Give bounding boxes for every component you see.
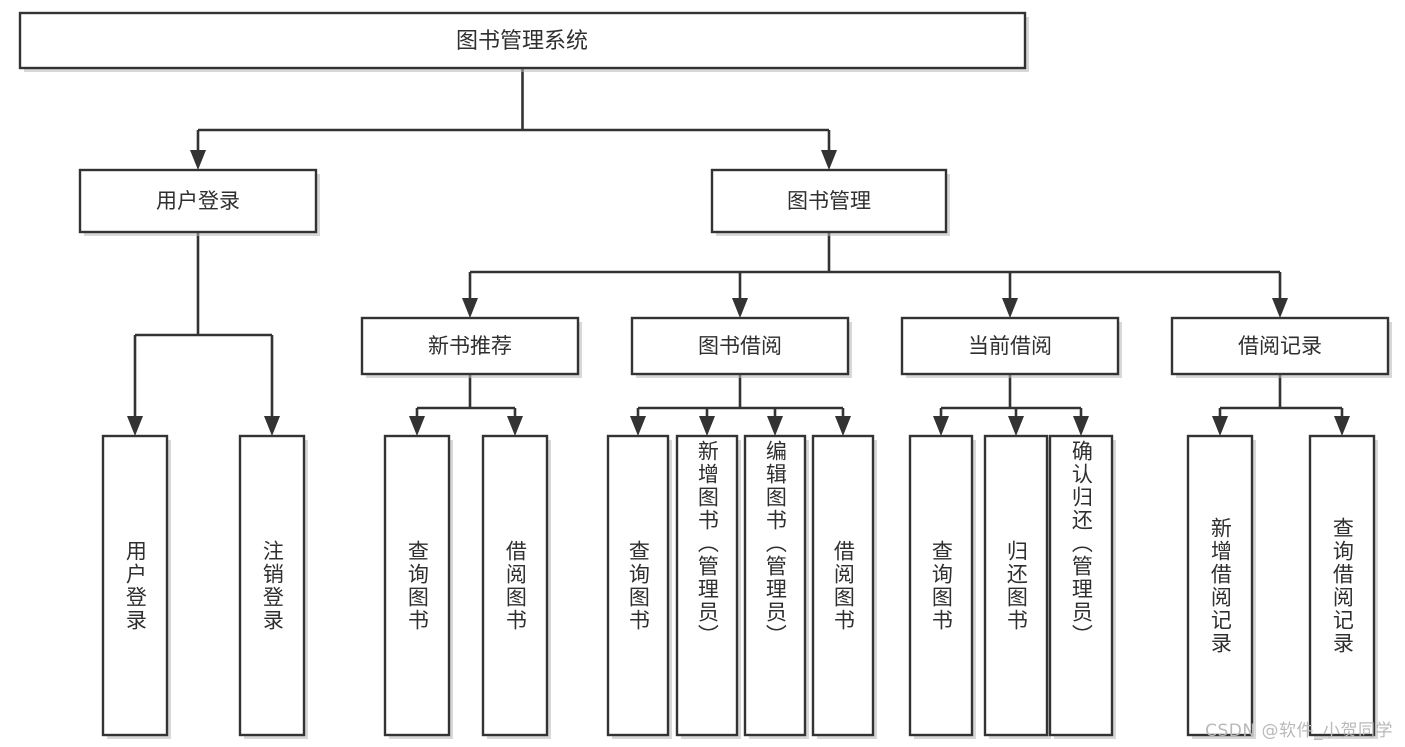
arrow-leaf-edit-book [767,416,783,436]
leaf-borrow-book-2-box[interactable] [811,434,875,737]
root-label: 图书管理系统 [456,29,588,54]
arrow-leaf-return-book [1008,416,1024,436]
arrow-to-user-login [190,150,206,170]
arrow-leaf-borrow-book-1 [507,416,523,436]
leaf-box-group [101,434,1378,739]
arrow-leaf-user-login [127,416,143,436]
root-box[interactable] [18,11,1027,70]
leaf-add-book-box[interactable] [675,434,739,737]
leaf-borrow-book-1-box[interactable] [481,434,549,737]
leaf-edit-book-box[interactable] [743,434,807,737]
leaf-confirm-return-box[interactable] [1048,434,1114,737]
new-book-recommend-label: 新书推荐 [428,334,512,358]
user-login-box[interactable] [78,168,318,234]
arrow-to-current-borrow [1002,298,1018,318]
connector-group-book-borrow-to-leaves [630,374,851,436]
connector-group-root-to-level2 [190,68,837,170]
connector-group-new-book-to-leaves [409,374,523,436]
node-borrow-record[interactable]: 借阅记录 [1170,316,1392,378]
node-new-book-recommend[interactable]: 新书推荐 [360,316,582,378]
arrow-to-borrow-record [1272,298,1288,318]
leaf-query-book-3-box[interactable] [908,434,974,737]
node-root[interactable]: 图书管理系统 [18,11,1029,72]
arrow-to-book-manage [821,150,837,170]
arrow-leaf-query-book-1 [409,416,425,436]
leaf-query-book-2-box[interactable] [606,434,670,737]
arrow-to-new-book-recommend [462,298,478,318]
arrow-leaf-query-book-3 [933,416,949,436]
node-book-borrow[interactable]: 图书借阅 [630,316,852,378]
arrow-leaf-add-record [1212,416,1228,436]
leaf-query-record-box[interactable] [1308,434,1376,737]
book-borrow-box[interactable] [630,316,850,376]
book-manage-box[interactable] [710,168,948,234]
user-login-label: 用户登录 [156,189,240,213]
node-user-login[interactable]: 用户登录 [78,168,320,236]
borrow-record-box[interactable] [1170,316,1390,376]
leaf-user-logout-box[interactable] [238,434,306,737]
arrow-leaf-query-book-2 [630,416,646,436]
leaf-user-login-box[interactable] [101,434,169,737]
current-borrow-box[interactable] [900,316,1120,376]
node-current-borrow[interactable]: 当前借阅 [900,316,1122,378]
arrow-leaf-query-record [1334,416,1350,436]
arrow-to-book-borrow [732,298,748,318]
connector-group-book-manage-to-level3 [462,232,1288,318]
new-book-recommend-box[interactable] [360,316,580,376]
current-borrow-label: 当前借阅 [968,334,1052,358]
arrow-leaf-borrow-book-2 [835,416,851,436]
connector-group-user-login-to-leaves [127,232,280,436]
book-borrow-label: 图书借阅 [698,334,782,358]
csdn-watermark: CSDN @软件_小贺同学 [1205,721,1393,741]
leaf-query-book-1-box[interactable] [383,434,451,737]
leaf-return-book-box[interactable] [983,434,1049,737]
connector-group-borrow-record-to-leaves [1212,374,1350,436]
arrow-leaf-add-book [699,416,715,436]
arrow-leaf-user-logout [264,416,280,436]
connector-group-current-borrow-to-leaves [933,374,1089,436]
arrow-leaf-confirm-return [1073,416,1089,436]
book-manage-label: 图书管理 [787,189,871,213]
leaf-add-record-box[interactable] [1186,434,1254,737]
borrow-record-label: 借阅记录 [1238,334,1322,358]
node-book-manage[interactable]: 图书管理 [710,168,950,236]
